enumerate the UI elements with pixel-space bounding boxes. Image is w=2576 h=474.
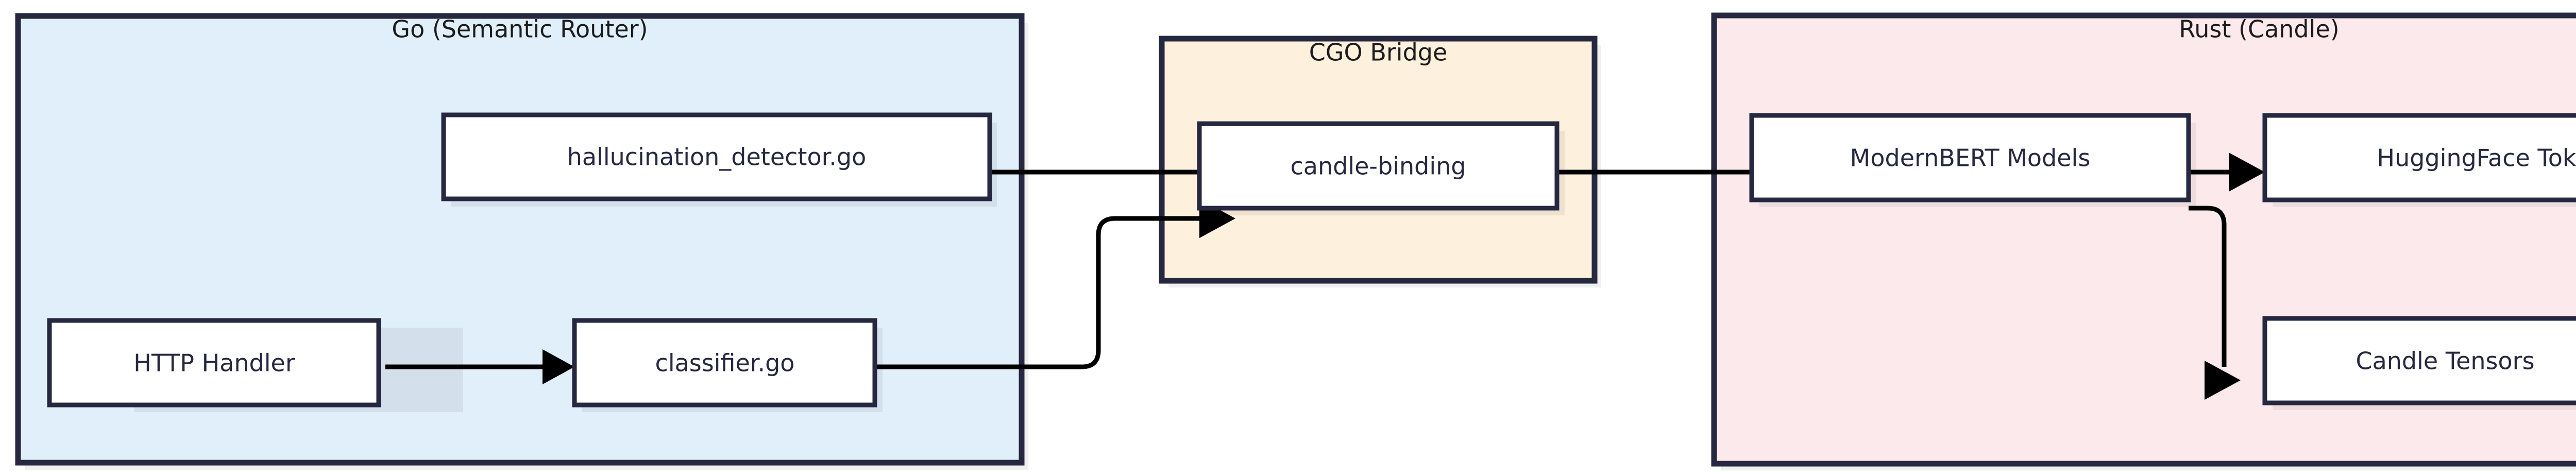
cgo-cluster-title: CGO Bridge (1309, 39, 1448, 66)
node-box[interactable] (2262, 316, 2576, 405)
node-box[interactable] (572, 318, 877, 408)
node-huggingface-tokenizers[interactable]: HuggingFace Tokenizers (2262, 113, 2576, 202)
node-modernbert-models[interactable]: ModernBERT Models (1749, 113, 2191, 202)
node-classifier-go[interactable]: classifier.go (572, 318, 877, 408)
node-label: ModernBERT Models (1850, 144, 2091, 172)
node-box[interactable] (2262, 113, 2576, 202)
node-candle-tensors[interactable]: Candle Tensors (2262, 316, 2576, 405)
edge-line (875, 216, 1199, 369)
node-label: classifier.go (655, 349, 795, 377)
node-label: hallucination_detector.go (567, 143, 867, 171)
edge-modernbert-to-huggingface-tokenizers (2189, 153, 2265, 192)
node-http-handler[interactable]: HTTP Handler (47, 318, 381, 408)
node-label: HTTP Handler (133, 349, 295, 377)
go-cluster-title: Go (Semantic Router) (392, 15, 648, 43)
node-label: candle-binding (1291, 153, 1466, 180)
node-label: HuggingFace Tokenizers (2377, 144, 2576, 172)
arrowhead-icon (2229, 153, 2265, 192)
edge-modernbert-to-candle-tensors (2189, 206, 2241, 400)
node-hallucination-detector-go[interactable]: hallucination_detector.go (441, 112, 992, 201)
node-box[interactable] (47, 318, 381, 408)
edge-line (2189, 206, 2227, 369)
node-box[interactable] (1749, 113, 2191, 202)
arrowhead-icon (543, 349, 574, 384)
rust-cluster-title: Rust (Candle) (2179, 15, 2339, 43)
node-box[interactable] (1197, 121, 1560, 211)
node-label: Candle Tensors (2355, 347, 2534, 375)
node-box[interactable] (441, 112, 992, 201)
edge-http-handler-to-classifier (385, 349, 574, 384)
arrowhead-icon (2205, 361, 2241, 400)
node-candle-binding[interactable]: candle-binding (1197, 121, 1560, 211)
